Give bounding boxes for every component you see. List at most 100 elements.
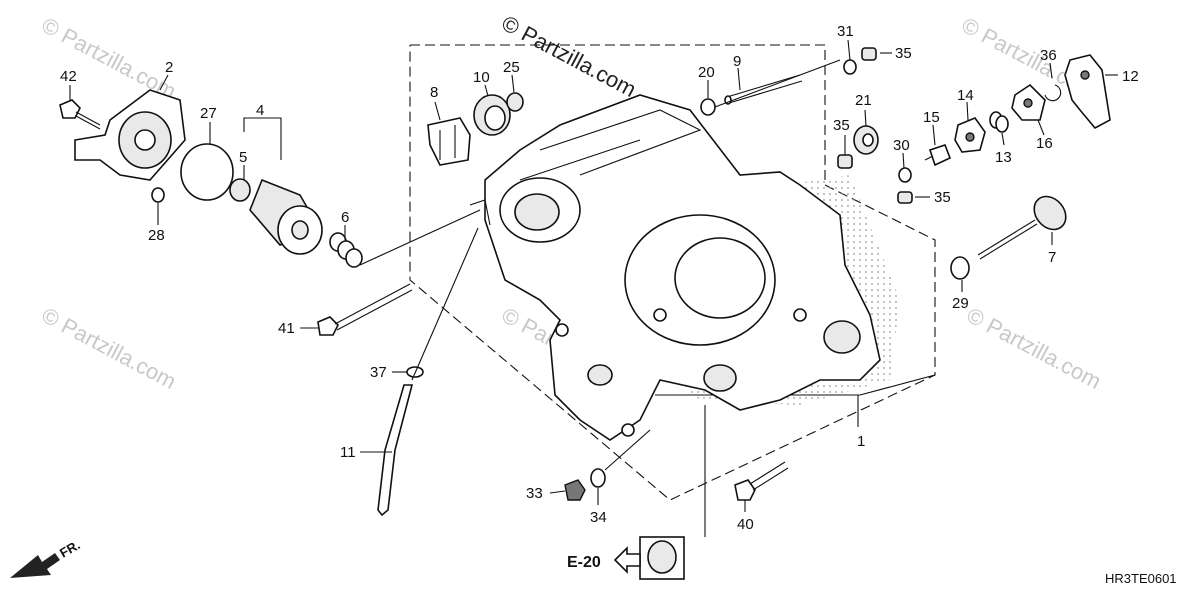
bolt-shank: [749, 461, 786, 485]
callout-42: 42: [60, 68, 77, 85]
callout-20: 20: [698, 64, 715, 81]
callout-1: 1: [857, 433, 865, 450]
breather-fitting: [469, 199, 491, 226]
callout-35b: 35: [833, 117, 850, 134]
part-35-dowel-mid: [837, 154, 853, 169]
callout-10: 10: [473, 69, 490, 86]
bracket-body: [1064, 54, 1111, 130]
part-6-spring: [329, 232, 363, 268]
hose-leader: [411, 227, 479, 381]
watermark-main: © Partzilla.com: [498, 10, 641, 102]
part-30-washer: [898, 167, 912, 183]
callout-16: 16: [1036, 135, 1053, 152]
part-13-spring: [989, 111, 1009, 133]
watermark-faint-4: © Partzilla.com: [963, 302, 1106, 394]
part-14-cam: [954, 117, 986, 153]
part-34-washer: [590, 468, 606, 488]
leader-25: [511, 74, 515, 93]
part-41-bolt: [317, 283, 413, 336]
leader-9: [737, 67, 741, 91]
part-28-washer: [151, 187, 165, 203]
bolt-shank: [75, 111, 101, 126]
bolt-shank: [334, 283, 411, 325]
callout-35c: 35: [934, 189, 951, 206]
leader-13: [1001, 132, 1005, 146]
e20-seal: [639, 405, 706, 580]
guide-body: [427, 117, 471, 166]
callout-35a: 35: [895, 45, 912, 62]
bolt-head: [59, 99, 81, 119]
hose-body: [377, 384, 414, 517]
callout-40: 40: [737, 516, 754, 533]
leader-30: [902, 152, 905, 169]
part-27-o-ring: [180, 143, 234, 201]
filter-hole: [291, 220, 309, 240]
callout-8: 8: [430, 84, 438, 101]
diagram-code: HR3TE0601: [1105, 571, 1177, 586]
crankcase-cover: [484, 94, 900, 441]
part-4-oil-filter: [249, 178, 323, 255]
part-25-collar: [506, 92, 524, 112]
bolt-hole: [621, 423, 635, 437]
bolt-shank: [336, 289, 413, 331]
leader-8: [434, 101, 441, 121]
callout-27: 27: [200, 105, 217, 122]
callout-6: 6: [341, 209, 349, 226]
part-16-plate: [1011, 83, 1046, 121]
callout-33: 33: [526, 485, 543, 502]
bolt-hole: [793, 308, 807, 322]
callout-7: 7: [1048, 249, 1056, 266]
dashed-outline: [409, 44, 936, 501]
callout-30: 30: [893, 137, 910, 154]
callout-4: 4: [256, 102, 264, 119]
bolt-hole: [653, 308, 667, 322]
leader-16: [1037, 119, 1045, 136]
part-35-dowel-top: [861, 47, 877, 61]
part-9-shaft: [724, 74, 803, 105]
leader-2: [159, 74, 169, 91]
bracket-hole: [1080, 70, 1090, 80]
part-40-bolt: [734, 461, 789, 501]
leader-4: [243, 117, 282, 160]
seal-ring: [647, 540, 677, 574]
shaft-line: [726, 74, 801, 98]
cam-hub: [965, 132, 975, 142]
part-35-dowel-low: [897, 191, 913, 204]
part-33-nut: [564, 479, 586, 501]
callout-36: 36: [1040, 47, 1057, 64]
callout-12: 12: [1122, 68, 1139, 85]
front-direction: [10, 553, 60, 578]
callout-25: 25: [503, 59, 520, 76]
part-15-bolt: [924, 143, 952, 167]
front-arrow-icon: [10, 553, 60, 578]
callout-15: 15: [923, 109, 940, 126]
cover-port: [823, 320, 861, 354]
rib: [539, 109, 702, 176]
watermark-faint-1: © Partzilla.com: [38, 12, 181, 104]
callout-41: 41: [278, 320, 295, 337]
part-36-circlip: [1044, 84, 1062, 102]
watermark-faint-3: © Partzilla.com: [38, 302, 181, 394]
callout-11: 11: [340, 444, 356, 461]
inner-dome: [674, 237, 766, 319]
dipstick-handle: [1033, 195, 1067, 231]
shaft-line: [728, 80, 803, 104]
callout-14: 14: [957, 87, 974, 104]
bolt-head: [317, 316, 339, 336]
bearing-inner: [862, 133, 874, 147]
callout-9: 9: [733, 53, 741, 70]
callout-34: 34: [590, 509, 607, 526]
dipstick-rod: [977, 219, 1036, 256]
leader-6b: [359, 209, 481, 266]
callout-5: 5: [239, 149, 247, 166]
reference-label: E-20: [567, 554, 601, 571]
bolt-hole: [555, 323, 569, 337]
callouts: 1 2 4 5 6 7 8 9 10 11 12 13 14 15 16 20 …: [60, 23, 1139, 533]
leader-36: [1049, 62, 1053, 79]
part-11-hose: [377, 199, 491, 517]
dipstick-rod: [979, 223, 1038, 260]
callout-37: 37: [370, 364, 387, 381]
part-10-bearing: [473, 94, 511, 136]
